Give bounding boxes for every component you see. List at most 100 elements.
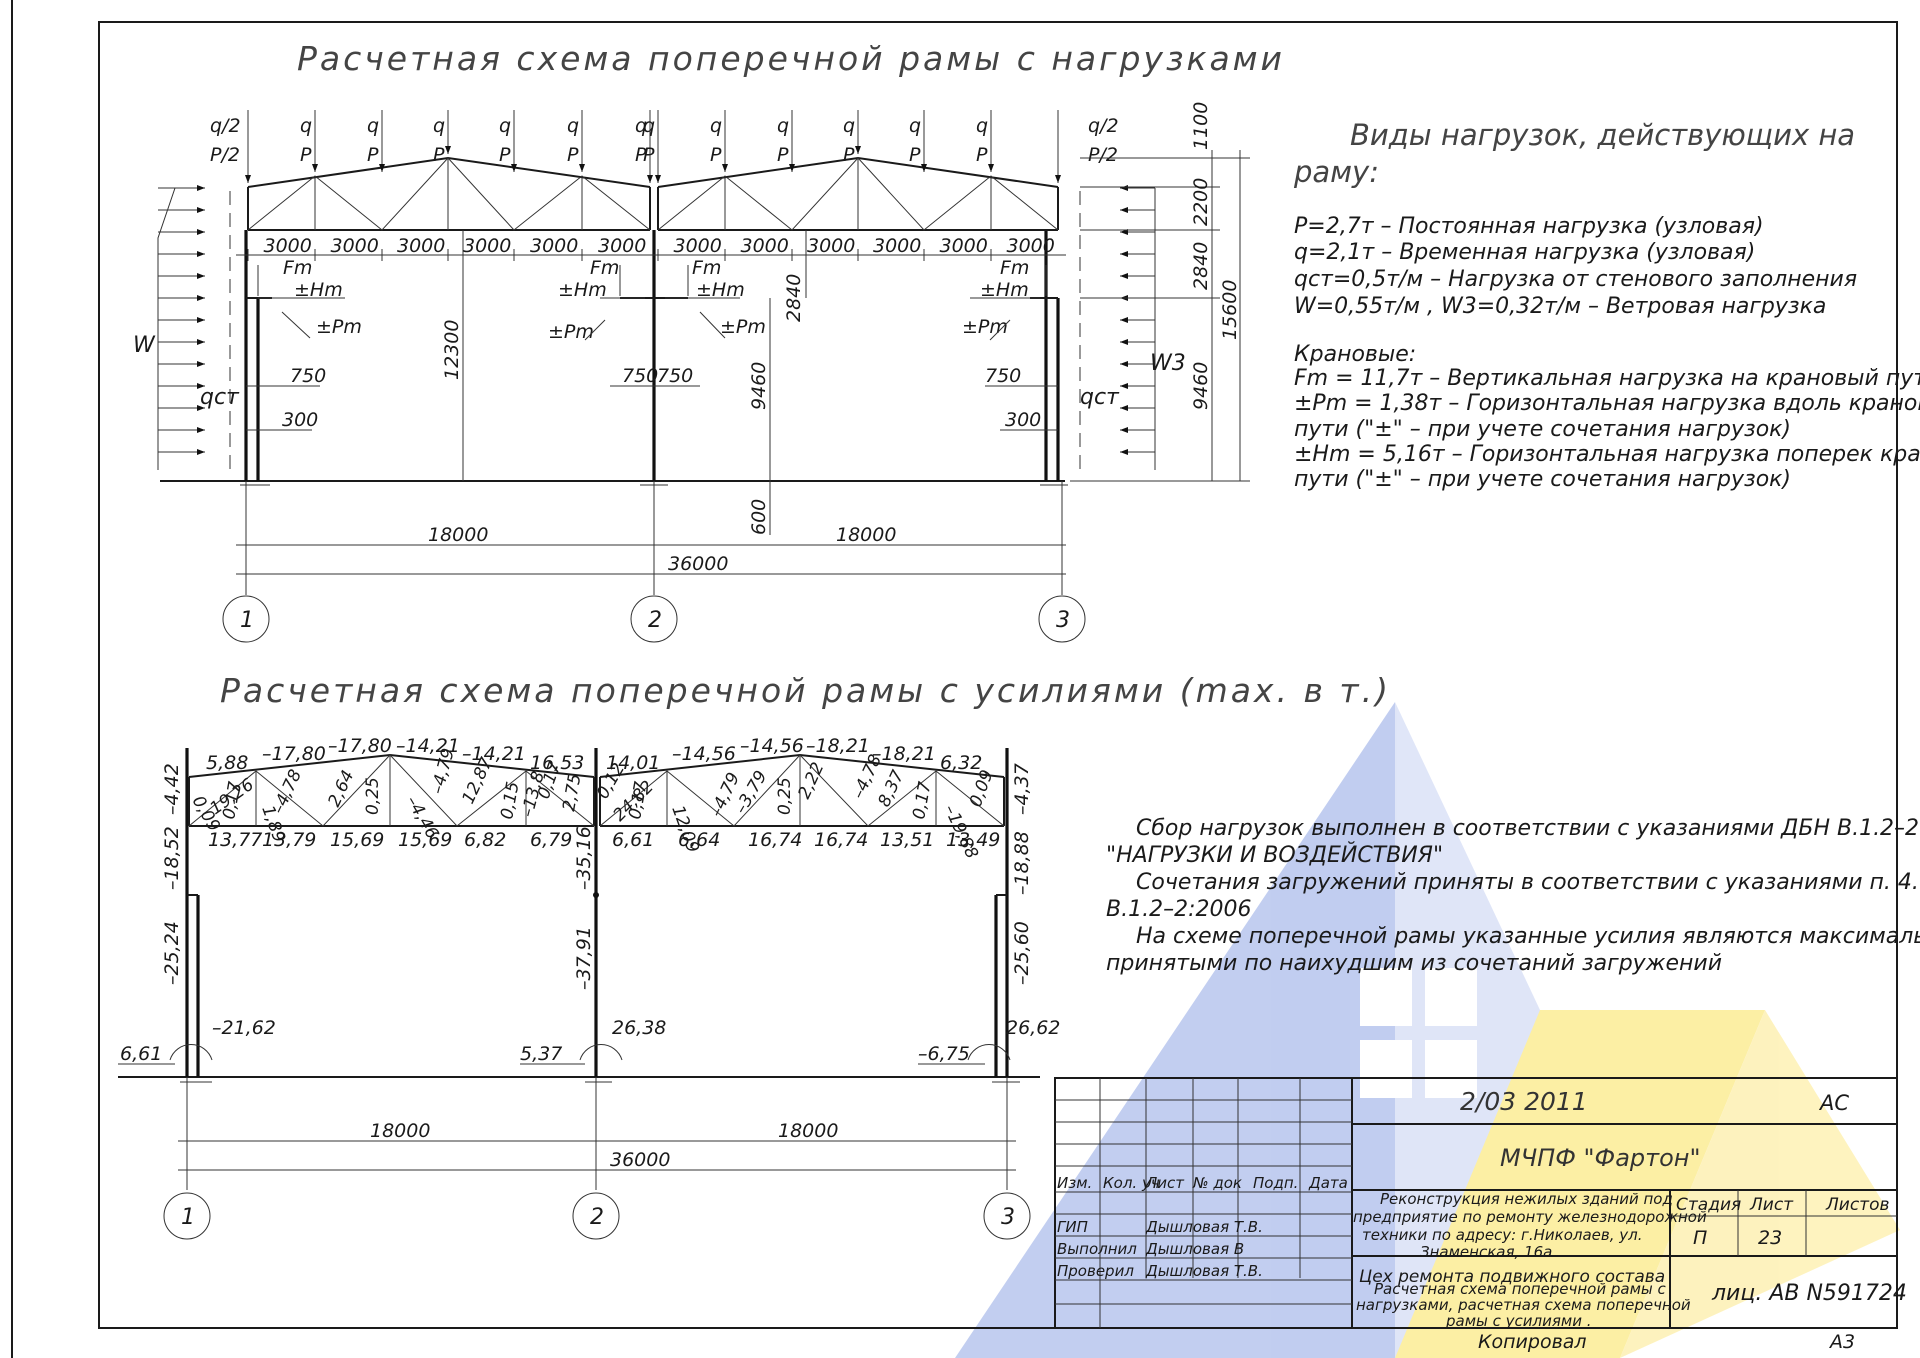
pm-label-4: ±Pm [962, 316, 1008, 338]
tb-sheets-h: Листов [1825, 1195, 1890, 1215]
load-arrowhead [722, 164, 728, 172]
dim-2840: 2840 [1190, 242, 1212, 290]
tb-col-doc: № док [1192, 1174, 1242, 1192]
top-chord-force: –14,56 [672, 743, 736, 765]
wind-arrowhead [197, 273, 205, 279]
load-arrowhead [379, 164, 385, 172]
panel-dim: 3000 [530, 235, 578, 257]
bottom-chord-force: 15,69 [330, 829, 384, 851]
web-force-left: 0,17 [219, 780, 245, 821]
column-forces: –4,42 –18,52 –25,24 –35,16 –37,91 –4,37 … [161, 763, 1033, 990]
load-label-q: q/2 [210, 115, 241, 137]
wind-arrowhead [197, 295, 205, 301]
axis-3-bottom: 3 [1001, 1205, 1015, 1230]
axis-2-bottom: 2 [590, 1205, 604, 1230]
load-label-q: q [300, 115, 312, 137]
legend-line-3: qст=0,5т/м – Нагрузка от стенового запол… [1294, 267, 1857, 292]
top-chord-force: 16,53 [530, 752, 584, 774]
tb-col-kol: Кол. уч [1103, 1174, 1160, 1192]
legend-crane-3: пути ("±" – при учете сочетания нагрузок… [1294, 417, 1791, 442]
wind-arrowhead [197, 383, 205, 389]
panel-dim: 3000 [264, 235, 312, 257]
fm-label-4: Fm [1000, 257, 1029, 279]
wind-arrowhead [197, 229, 205, 235]
tb-col-date: Дата [1308, 1174, 1348, 1192]
load-label-p: P/2 [1088, 144, 1118, 166]
load-arrowhead [647, 175, 653, 183]
wall-load-left: qст [200, 385, 240, 410]
bottom-chord-force: 16,74 [748, 829, 802, 851]
tb-sheet-h: Лист [1749, 1195, 1794, 1215]
panel-dim: 3000 [331, 235, 379, 257]
load-arrowhead [1055, 175, 1061, 183]
col-force-3a: –4,37 [1011, 763, 1033, 815]
wind-arrowhead-right [1120, 339, 1128, 345]
load-label-q: q [777, 115, 789, 137]
panel-dim: 3000 [674, 235, 722, 257]
bottom-chord-force: 6,61 [612, 829, 654, 851]
tb-building: Цех ремонта подвижного состава [1359, 1267, 1665, 1287]
axis-2-top: 2 [648, 608, 662, 633]
top-chord-force: –14,21 [396, 735, 460, 757]
panel-dim: 3000 [940, 235, 988, 257]
wind-arrowhead-right [1120, 427, 1128, 433]
load-arrowhead [245, 175, 251, 183]
load-label-q: q [433, 115, 445, 137]
total-top: 36000 [668, 553, 728, 575]
load-label-p: P [567, 144, 579, 166]
load-label-q: q [843, 115, 855, 137]
web-force-left: 2,64 [324, 767, 358, 810]
support-m1: –21,62 [212, 1017, 276, 1039]
tb-name-1: Дышловая Т.В. [1145, 1218, 1263, 1236]
wind-arrowhead [197, 361, 205, 367]
legend-line-4: W=0,55т/м , W3=0,32т/м – Ветровая нагруз… [1294, 294, 1826, 319]
forces-title: Расчетная схема поперечной рамы с усилия… [220, 671, 1391, 710]
fm-label-1: Fm [283, 257, 312, 279]
note-line-5: На схеме поперечной рамы указанные усили… [1136, 924, 1920, 949]
top-chord-force: –14,56 [740, 735, 804, 757]
support-h1: 6,61 [120, 1043, 162, 1065]
dim-2200: 2200 [1190, 178, 1212, 226]
wind-arrowhead [197, 449, 205, 455]
span-1-top: 18000 [428, 524, 488, 546]
bottom-chord-force: 15,69 [398, 829, 452, 851]
wind-arrowhead [197, 427, 205, 433]
top-chord-force: –18,21 [872, 743, 936, 765]
load-arrowhead [655, 175, 661, 183]
span-dimensions-top: 18000 18000 36000 [236, 481, 1066, 595]
note-line-1: Сбор нагрузок выполнен в соответствии с … [1136, 816, 1920, 841]
top-chord-force: 14,01 [606, 752, 660, 774]
offset-750-3: 750 [657, 365, 693, 387]
wind-right-label: W3 [1150, 351, 1186, 376]
wind-arrowhead-right [1120, 317, 1128, 323]
wind-left-label: W [133, 333, 156, 358]
load-label-p: P [433, 144, 445, 166]
bottom-chord-force: 16,74 [814, 829, 868, 851]
load-label-q: q [976, 115, 988, 137]
load-label-q: q [635, 115, 647, 137]
dim-1100: 1100 [1190, 102, 1212, 150]
col-force-1a: –4,42 [161, 763, 183, 815]
title-block: Изм. Кол. уч Лист № док Подп. Дата ГИП В… [1054, 1077, 1907, 1353]
legend-crane-5: пути ("±" – при учете сочетания нагрузок… [1294, 467, 1791, 492]
pm-label-1: ±Pm [316, 316, 362, 338]
tb-stage-h: Стадия [1676, 1195, 1741, 1215]
col-force-1b: –18,52 [161, 826, 183, 890]
panel-dim: 3000 [741, 235, 789, 257]
legend-crane-2: ±Pm = 1,38т – Горизонтальная нагрузка вд… [1294, 391, 1920, 416]
total-bottom: 36000 [610, 1149, 670, 1171]
offset-300-1: 300 [282, 409, 318, 431]
axis-3-top: 3 [1056, 608, 1070, 633]
tb-drawing-3: рамы с усилиями . [1445, 1312, 1592, 1330]
load-arrowhead [579, 164, 585, 172]
legend-crane-heading: Крановые: [1294, 342, 1416, 367]
span-dimensions-bottom: 18000 18000 36000 1 2 3 [163, 1077, 1031, 1240]
load-arrowhead [445, 146, 451, 154]
tb-sheet: 23 [1758, 1227, 1782, 1249]
tb-code: АС [1818, 1091, 1849, 1115]
col-force-3b: –18,88 [1011, 831, 1033, 895]
tb-col-izm: Изм. [1057, 1174, 1092, 1192]
web-force-left: 2,75 [559, 772, 585, 813]
